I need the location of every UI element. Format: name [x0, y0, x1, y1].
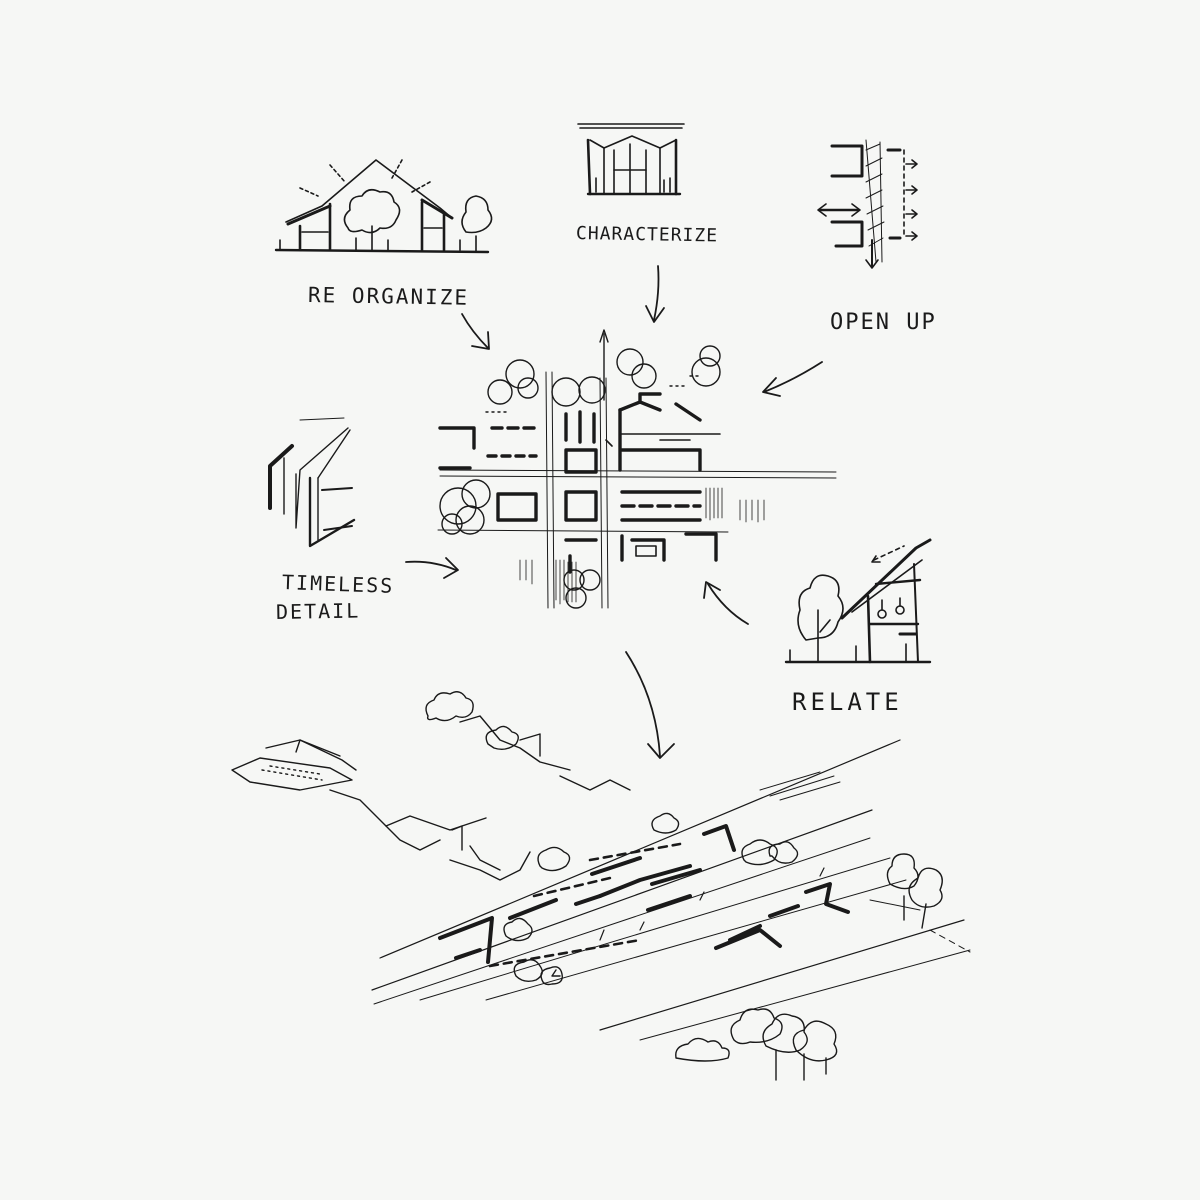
- label-characterize: CHARACTERIZE: [575, 223, 719, 247]
- label-relate: RELATE: [792, 688, 903, 716]
- characterize-facade-sketch: [577, 123, 685, 196]
- arrow-relate: [703, 581, 749, 625]
- arrow-reorganize: [461, 313, 490, 350]
- reorganize-section-sketch: [274, 159, 493, 254]
- label-detail: DETAIL: [275, 598, 361, 624]
- arrow-characterize: [645, 265, 665, 323]
- central-masterplan-sketch: [437, 329, 837, 609]
- label-open-up: OPEN UP: [830, 310, 937, 335]
- arrow-to-axonometric: [625, 651, 675, 759]
- relate-section-sketch: [784, 538, 932, 664]
- arrow-timeless: [405, 557, 459, 579]
- axonometric-urban-sketch: [231, 691, 971, 1081]
- arrow-openup: [762, 361, 823, 397]
- label-timeless: TIMELESS: [281, 570, 395, 598]
- timeless-detail-sketch: [268, 417, 356, 548]
- label-reorganize: RE ORGANIZE: [307, 283, 470, 310]
- openup-plan-sketch: [817, 139, 918, 269]
